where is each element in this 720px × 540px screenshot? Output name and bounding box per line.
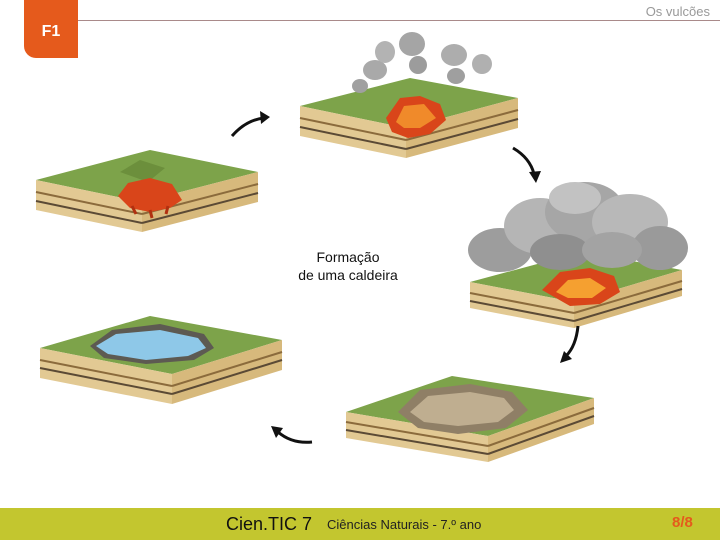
- subject-label: Ciências Naturais - 7.º ano: [327, 517, 481, 532]
- diagram-caption: Formação de uma caldeira: [268, 248, 428, 284]
- block-collapsed-caldera: [346, 376, 594, 462]
- block-eruption-start: [300, 32, 518, 158]
- caption-line-1: Formação: [268, 248, 428, 266]
- cycle-arrow-2: [513, 148, 541, 183]
- page-number: 8/8: [672, 514, 693, 531]
- cycle-arrow-3: [560, 326, 578, 363]
- brand-name: Cien.TIC 7: [226, 514, 312, 535]
- block-magma-chamber: [36, 150, 258, 232]
- block-major-eruption: [468, 182, 688, 328]
- caption-line-2: de uma caldeira: [268, 266, 428, 284]
- cycle-arrow-1: [232, 111, 270, 136]
- cycle-arrow-4: [271, 426, 312, 442]
- block-caldera-lake: [40, 316, 282, 404]
